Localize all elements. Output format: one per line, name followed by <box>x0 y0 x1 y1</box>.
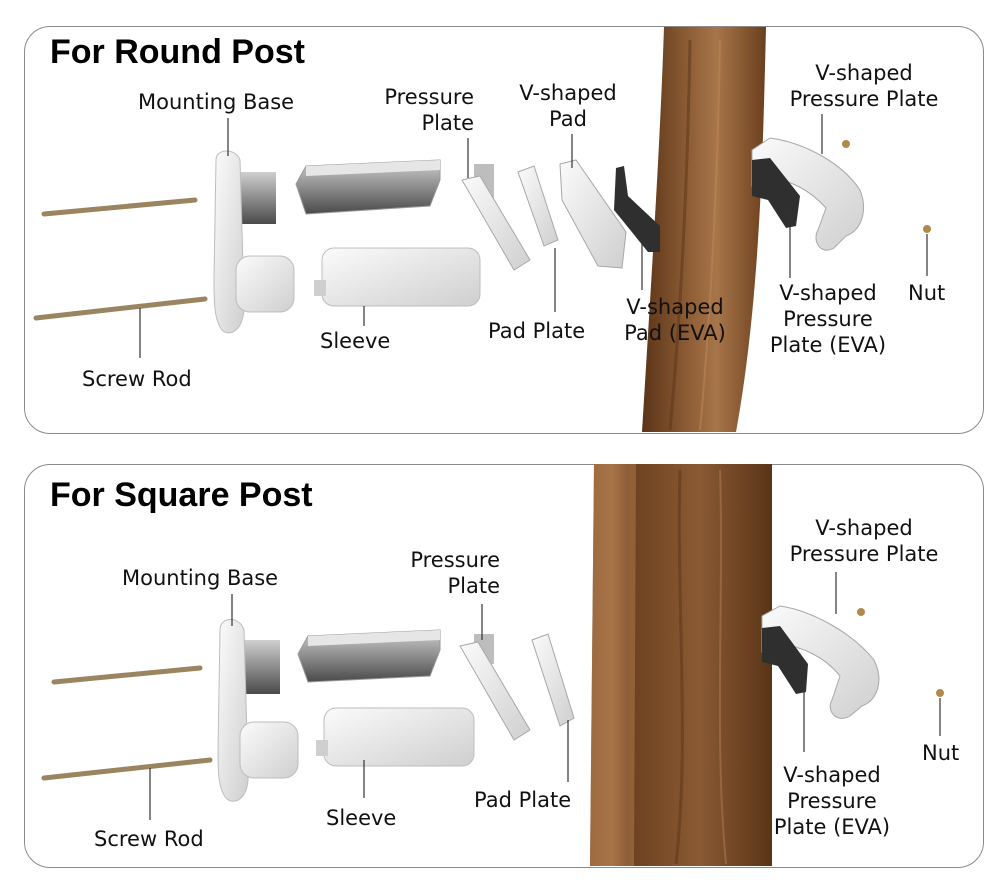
square-label-nut: Nut <box>922 741 960 765</box>
round-channel <box>295 159 441 215</box>
square-leader-lines <box>149 572 941 820</box>
round-mounting-base <box>213 150 295 334</box>
square-channel <box>297 629 441 683</box>
square-post-wood <box>590 464 772 866</box>
square-post-panel <box>24 464 984 868</box>
round-screw-rods <box>33 197 208 321</box>
round-sleeve <box>314 247 481 307</box>
square-label-pressure-plate: Pressure Plate <box>410 548 500 598</box>
round-label-v-pad-eva: V-shaped Pad (EVA) <box>624 295 726 345</box>
square-nuts <box>857 608 944 697</box>
round-label-nut: Nut <box>908 281 946 305</box>
square-mounting-base <box>217 619 299 802</box>
square-label-screw-rod: Screw Rod <box>94 827 204 851</box>
square-label-sleeve: Sleeve <box>326 806 397 830</box>
square-sleeve <box>316 707 475 767</box>
square-label-mounting-base: Mounting Base <box>122 566 279 590</box>
square-label-v-pressure-plate-eva: V-shaped Pressure Plate (EVA) <box>773 763 891 839</box>
square-label-v-pressure-plate: V-shaped Pressure Plate <box>789 516 939 566</box>
round-post-wood <box>642 27 766 432</box>
square-label-pad-plate: Pad Plate <box>474 788 572 812</box>
square-screw-rods <box>41 665 213 781</box>
round-label-v-pressure-plate: V-shaped Pressure Plate <box>789 61 939 111</box>
round-nuts <box>842 140 931 233</box>
square-panel-title: For Square Post <box>50 476 313 514</box>
round-label-pad-plate: Pad Plate <box>488 319 586 343</box>
round-leader-lines <box>139 114 928 358</box>
round-label-v-pressure-plate-eva: V-shaped Pressure Plate (EVA) <box>769 281 887 357</box>
round-v-pad-eva <box>614 166 660 252</box>
round-label-v-pad: V-shaped Pad <box>519 81 617 131</box>
round-label-mounting-base: Mounting Base <box>138 90 295 114</box>
round-label-sleeve: Sleeve <box>320 329 391 353</box>
round-panel-title: For Round Post <box>50 33 305 71</box>
round-pad-plate <box>517 165 559 247</box>
round-v-pressure-plate <box>751 137 864 251</box>
round-pressure-plate <box>461 164 531 271</box>
square-v-pressure-plate <box>761 605 880 719</box>
round-label-screw-rod: Screw Rod <box>82 367 192 391</box>
square-pad-plate <box>531 633 575 727</box>
square-pressure-plate <box>459 634 531 741</box>
round-v-pad <box>559 159 627 269</box>
round-label-pressure-plate: Pressure Plate <box>384 85 474 135</box>
